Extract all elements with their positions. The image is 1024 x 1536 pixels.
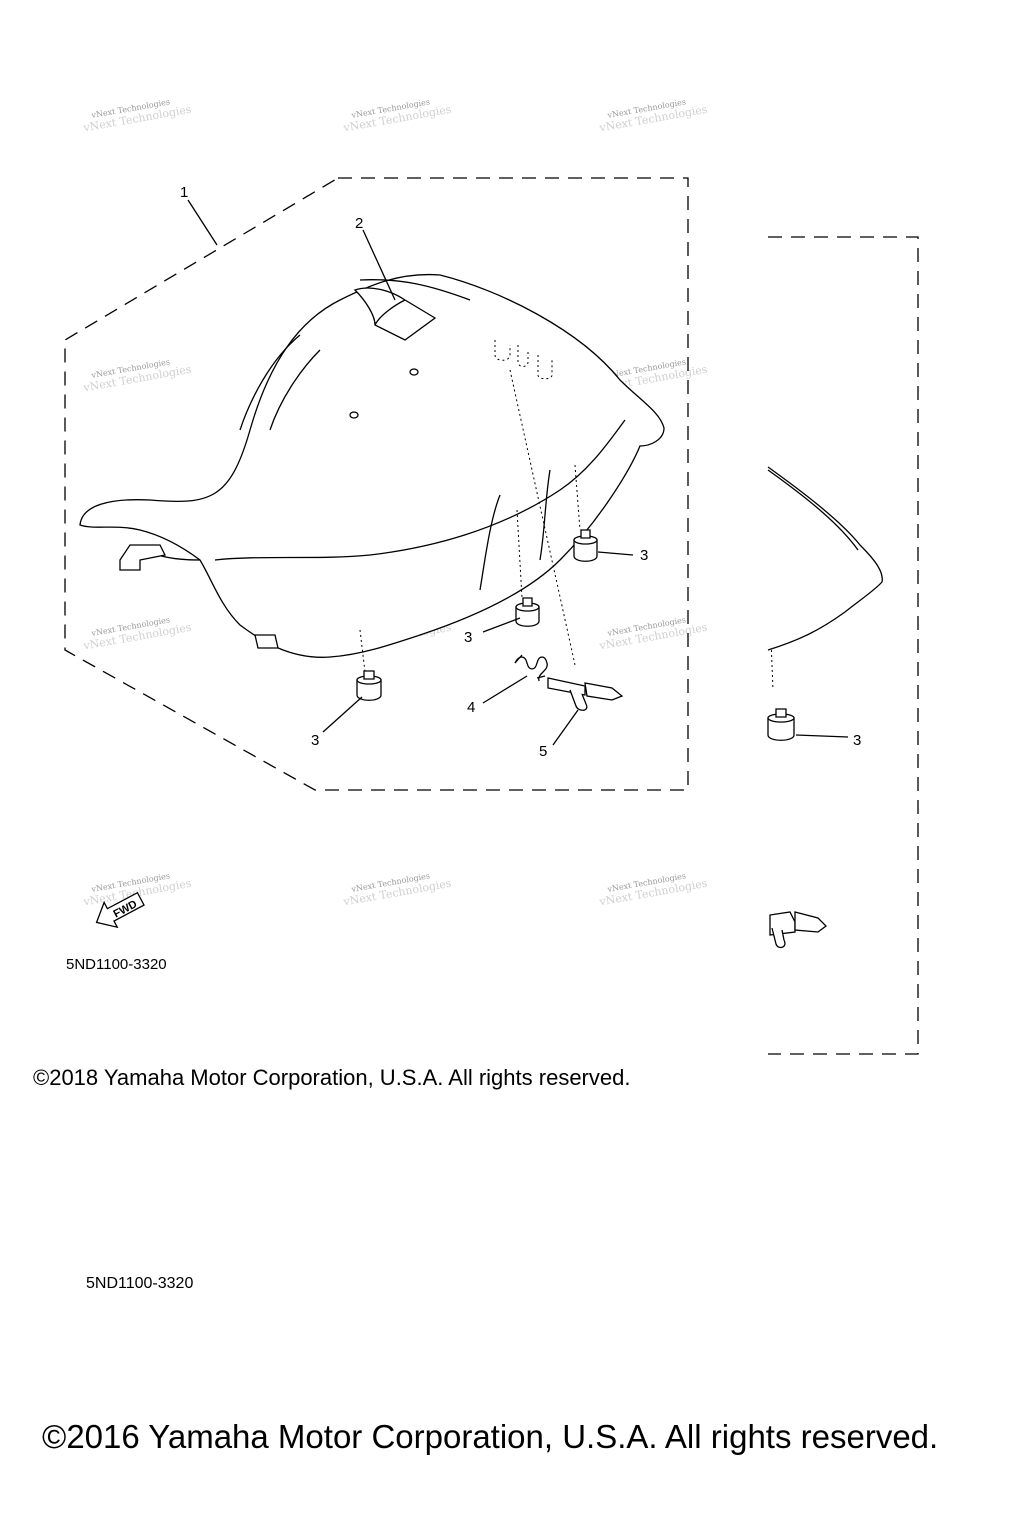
callout-4: 4 <box>467 699 475 716</box>
damper-icon <box>573 529 598 562</box>
damper-icon <box>767 708 795 741</box>
seat-icon <box>767 469 859 551</box>
spring-icon <box>514 654 548 682</box>
leader-line <box>597 551 634 556</box>
lock-pin-icon <box>769 911 827 949</box>
leader-line <box>187 199 218 246</box>
leader-line <box>482 675 528 704</box>
damper-icon <box>515 597 540 627</box>
seat-band-icon <box>353 287 437 341</box>
lock-pin-icon <box>547 677 624 711</box>
assembly-line <box>359 629 366 673</box>
callout-3: 3 <box>464 629 472 646</box>
callout-3: 3 <box>853 732 861 749</box>
callout-2: 2 <box>355 215 363 232</box>
assembly-line <box>574 464 581 531</box>
diagram-code: 5ND1100-3320 <box>66 956 167 973</box>
callout-5: 5 <box>539 743 547 760</box>
callout-3: 3 <box>311 732 319 749</box>
second-diagram-boundary <box>768 236 919 1055</box>
callout-1: 1 <box>180 184 188 201</box>
assembly-boundary <box>64 177 689 791</box>
copyright-notice: ©2016 Yamaha Motor Corporation, U.S.A. A… <box>42 1418 939 1455</box>
seat-icon <box>79 273 665 658</box>
leader-line <box>795 734 849 738</box>
damper-icon <box>356 670 382 701</box>
diagram-code: 5ND1100-3320 <box>86 1275 194 1292</box>
fwd-arrow-icon: FWD <box>95 891 145 929</box>
copyright-notice: ©2018 Yamaha Motor Corporation, U.S.A. A… <box>33 1065 631 1090</box>
callout-3: 3 <box>640 547 648 564</box>
leader-line <box>362 229 396 301</box>
leader-line <box>482 617 521 633</box>
seat-icon <box>767 466 883 651</box>
leader-line <box>322 696 363 733</box>
leader-line <box>552 709 579 746</box>
assembly-line <box>509 369 576 666</box>
